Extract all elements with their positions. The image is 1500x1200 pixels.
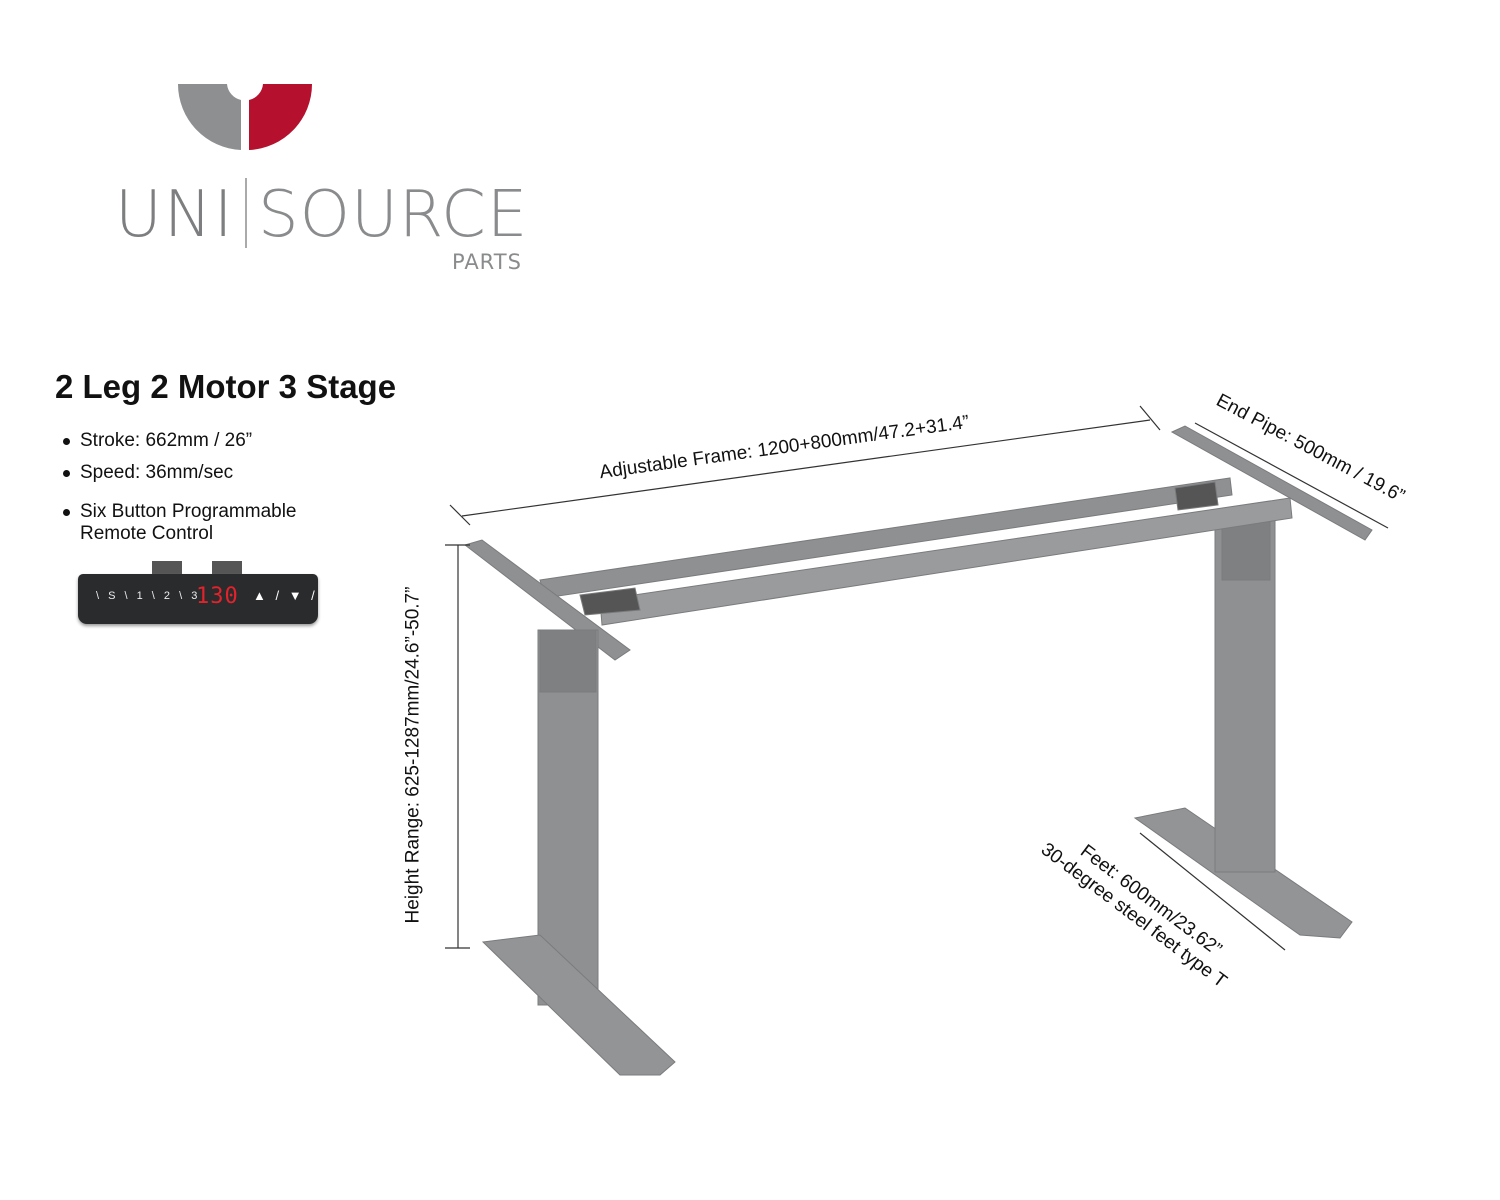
spec-text: Remote Control bbox=[80, 523, 214, 544]
remote-clip bbox=[212, 561, 242, 575]
logo-text-parts: PARTS bbox=[452, 250, 522, 274]
logo-divider bbox=[245, 178, 247, 248]
spec-text: Stroke: 662mm / 26” bbox=[80, 430, 253, 451]
product-title: 2 Leg 2 Motor 3 Stage bbox=[55, 368, 397, 405]
logo-text-source: SOURCE bbox=[258, 178, 529, 252]
spec-stroke: Stroke: 662mm / 26” bbox=[63, 430, 252, 452]
remote-control: \ S \ 1 \ 2 \ 3 130 ▲ / ▼ / bbox=[78, 574, 318, 624]
spec-text: Six Button Programmable bbox=[80, 501, 297, 522]
remote-memory-keys: \ S \ 1 \ 2 \ 3 bbox=[96, 590, 201, 602]
remote-up-down-keys: ▲ / ▼ / bbox=[253, 588, 318, 603]
spec-text: Speed: 36mm/sec bbox=[80, 462, 234, 483]
logo-mark-icon bbox=[177, 84, 313, 150]
spec-speed: Speed: 36mm/sec bbox=[63, 462, 233, 484]
dimension-height-label: Height Range: 625-1287mm/24.6”-50.7” bbox=[402, 586, 424, 924]
logo-text-uni: UNI bbox=[115, 178, 235, 252]
remote-clip bbox=[152, 561, 182, 575]
remote-display: 130 bbox=[196, 584, 239, 609]
